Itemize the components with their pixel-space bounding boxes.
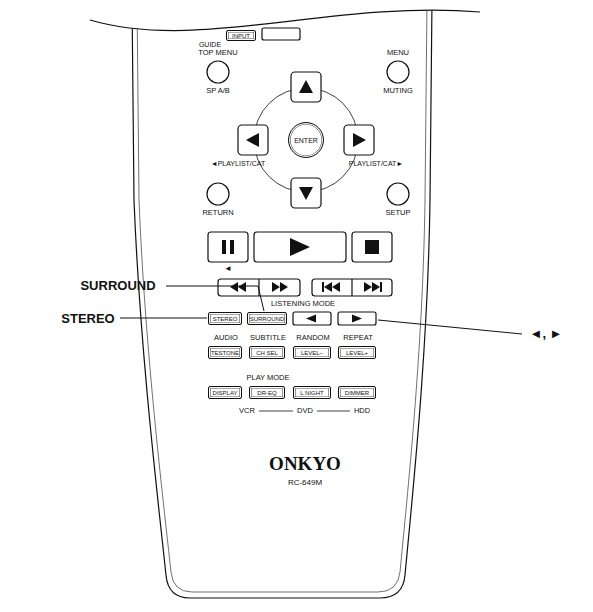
leader-line	[166, 286, 264, 311]
callout-label: SURROUND	[80, 279, 155, 292]
group-label: PLAY MODE	[246, 374, 289, 382]
remote-inner-edge	[137, 0, 427, 592]
top-button	[262, 28, 300, 40]
cut-line	[90, 10, 480, 30]
button-label: SUBTITLE	[250, 334, 286, 342]
button-text: TESTONE	[211, 350, 239, 356]
button-label: SP A/B	[206, 87, 230, 95]
button-label: ◄	[224, 265, 232, 273]
mode-label: DVD	[297, 407, 313, 415]
button-label: MUTING	[383, 87, 413, 95]
remote-button: INPUT	[226, 30, 256, 41]
remote-button: SURROUND	[247, 312, 287, 325]
skip-button	[312, 279, 392, 296]
leader-line	[120, 318, 207, 319]
rew-ff-button	[218, 279, 300, 296]
button-text: LEVEL−	[301, 350, 323, 356]
button-label: RETURN	[202, 209, 233, 217]
model-number: RC-649M	[288, 479, 322, 487]
button-text: SURROUND	[250, 316, 285, 322]
dpad-left	[238, 125, 268, 155]
button-text: LEVEL+	[346, 350, 368, 356]
leader-line	[378, 320, 522, 334]
remote-button: LEVEL−	[293, 346, 331, 359]
remote-button: DIMMER	[338, 386, 376, 399]
mode-label: VCR	[239, 407, 255, 415]
remote-button: DISPLAY	[208, 386, 242, 399]
button-text: CH SEL	[256, 350, 278, 356]
enter-button: ENTER	[288, 122, 324, 158]
stop-button	[352, 232, 392, 262]
dpad-up	[291, 72, 321, 102]
button-label: PLAYLIST/CAT►	[349, 160, 404, 167]
button-text: INPUT	[232, 33, 250, 39]
button-text: ENTER	[294, 137, 318, 144]
remote-body	[132, 0, 432, 598]
remote-button: STEREO	[208, 312, 242, 325]
dpad-ring	[254, 88, 358, 192]
left-button	[293, 312, 331, 325]
remote-button: DR-EQ	[249, 386, 285, 399]
button-text: DISPLAY	[213, 390, 238, 396]
remote-button: TESTONE	[208, 346, 242, 359]
brand-logo: ONKYO	[269, 454, 341, 473]
button-label: TOP MENU	[198, 49, 237, 57]
callout-label: STEREO	[61, 312, 114, 325]
dpad-down	[291, 178, 321, 208]
button-text: STEREO	[213, 316, 238, 322]
dpad-right	[344, 125, 374, 155]
button-label: REPEAT	[343, 334, 372, 342]
button-label: SETUP	[385, 209, 410, 217]
round-button	[207, 183, 229, 205]
button-text: L NIGHT	[300, 390, 323, 396]
play-button	[254, 232, 346, 262]
button-label: ◄PLAYLIST/CAT	[211, 160, 266, 167]
button-label: GUIDE	[199, 41, 221, 48]
round-button	[387, 183, 409, 205]
button-text: DIMMER	[345, 390, 369, 396]
callout-label: ◄, ►	[530, 327, 563, 340]
right-button	[338, 312, 376, 325]
round-button	[387, 61, 409, 83]
button-label: RANDOM	[296, 334, 329, 342]
group-label: LISTENING MODE	[271, 300, 335, 308]
remote-button: L NIGHT	[293, 386, 331, 399]
remote-button: LEVEL+	[338, 346, 376, 359]
remote-button: CH SEL	[249, 346, 285, 359]
round-button	[207, 61, 229, 83]
button-label: MENU	[387, 49, 409, 57]
button-text: DR-EQ	[257, 390, 276, 396]
mode-label: HDD	[354, 407, 370, 415]
pause-button	[208, 232, 248, 262]
button-label: AUDIO	[214, 334, 238, 342]
